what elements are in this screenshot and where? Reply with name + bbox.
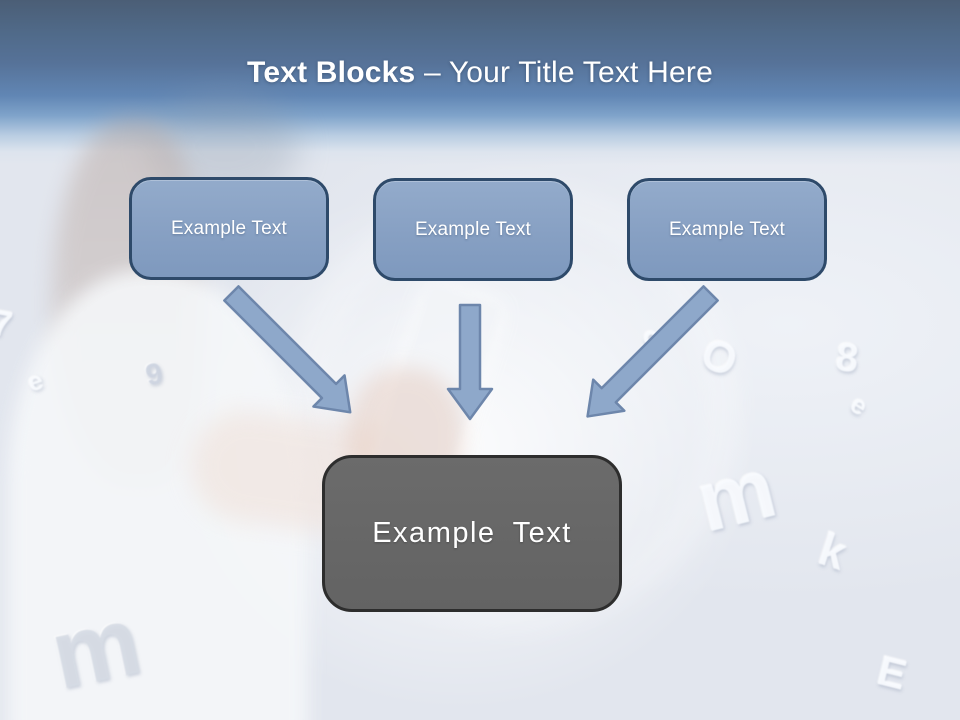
title-subtitle: – Your Title Text Here xyxy=(423,56,713,89)
floating-glyph: 8 xyxy=(833,334,861,382)
text-block-3-label: Example Text xyxy=(668,218,786,240)
woman-hair-silhouette xyxy=(52,118,202,488)
text-block-1-label: Example Text xyxy=(170,217,288,239)
floating-glyph: 7 xyxy=(0,301,16,346)
floating-glyph: O xyxy=(694,328,745,387)
title-topic: Text Blocks xyxy=(247,56,416,89)
title-banner xyxy=(0,0,960,165)
floating-glyph: 9 xyxy=(142,356,166,393)
arrow-down-left-icon[interactable] xyxy=(569,275,729,435)
slide-title: Text Blocks – Your Title Text Here xyxy=(0,54,960,92)
text-block-3[interactable]: Example Text xyxy=(627,178,827,281)
text-block-1[interactable]: Example Text xyxy=(129,177,329,280)
summary-block[interactable]: Example Text xyxy=(322,455,622,612)
text-block-2-label: Example Text xyxy=(414,218,532,240)
floating-glyph: k xyxy=(812,522,854,580)
floating-glyph: e xyxy=(23,364,47,398)
arrow-down-right-icon[interactable] xyxy=(213,275,369,431)
summary-block-label: Example Text xyxy=(372,517,572,549)
floating-glyph: E xyxy=(872,646,912,699)
text-block-2[interactable]: Example Text xyxy=(373,178,573,281)
arrow-down-icon[interactable] xyxy=(446,303,494,421)
floating-glyph: e xyxy=(845,388,874,422)
floating-glyph: m xyxy=(687,439,785,551)
floating-glyph: m xyxy=(41,584,150,710)
